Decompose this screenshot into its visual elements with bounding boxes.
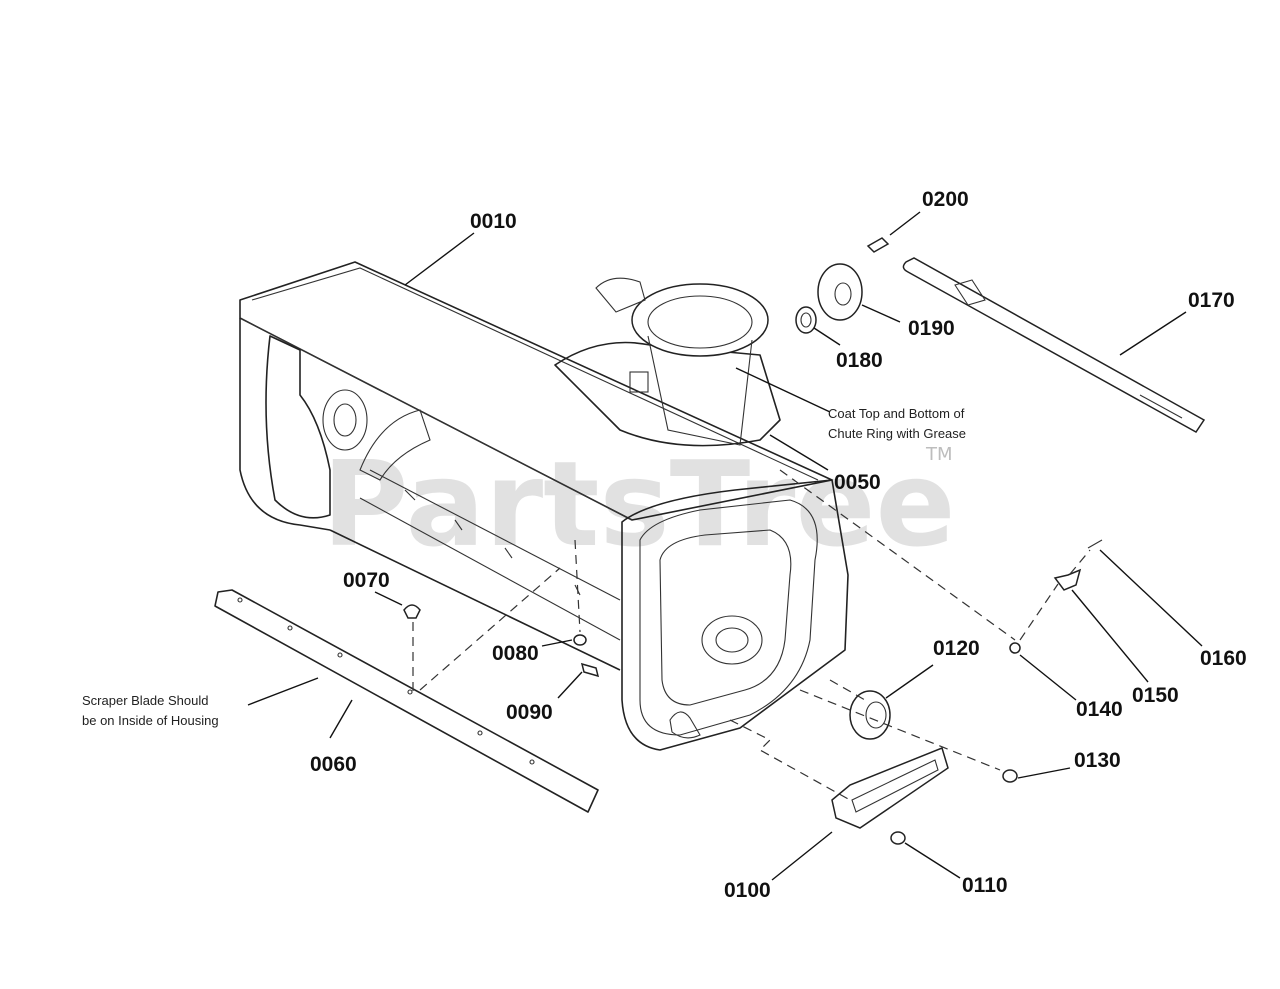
note-scraper-line2: be on Inside of Housing: [82, 713, 219, 728]
scraper-blade-drawing: [214, 589, 599, 813]
watermark-trademark: TM: [925, 444, 953, 465]
label-0060: 0060: [310, 753, 357, 776]
label-0150: 0150: [1132, 684, 1179, 707]
hardware-drawing: [403, 237, 1206, 845]
label-0110: 0110: [962, 874, 1008, 897]
note-chute-line2: Chute Ring with Grease: [828, 426, 966, 441]
label-0180: 0180: [836, 349, 883, 372]
label-0050: 0050: [834, 471, 881, 494]
label-0070: 0070: [343, 569, 390, 592]
label-0080: 0080: [492, 642, 539, 665]
label-0170: 0170: [1188, 289, 1235, 312]
auger-housing-drawing: [239, 261, 849, 751]
note-scraper-line1: Scraper Blade Should: [82, 693, 208, 708]
label-0090: 0090: [506, 701, 553, 724]
watermark: PartsTree TM: [322, 435, 956, 573]
alignment-lines: [412, 469, 1091, 801]
label-0200: 0200: [922, 188, 969, 211]
label-0010: 0010: [470, 210, 517, 233]
leader-lines: [247, 211, 1203, 881]
label-0160: 0160: [1200, 647, 1247, 670]
label-0140: 0140: [1076, 698, 1123, 721]
label-0190: 0190: [908, 317, 955, 340]
notes: Coat Top and Bottom of Chute Ring with G…: [82, 406, 966, 728]
label-0120: 0120: [933, 637, 980, 660]
label-0130: 0130: [1074, 749, 1121, 772]
part-labels: 0010 0050 0060 0070 0080 0090 0100 0110 …: [310, 188, 1247, 902]
note-chute-line1: Coat Top and Bottom of: [828, 406, 965, 421]
watermark-text: PartsTree: [322, 435, 956, 573]
label-0100: 0100: [724, 879, 771, 902]
